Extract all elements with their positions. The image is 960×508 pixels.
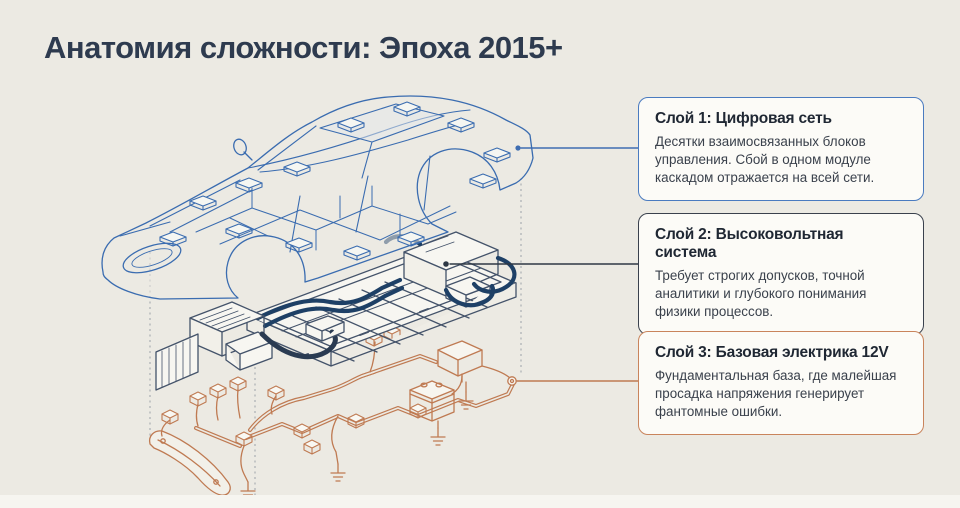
wiring-harness-12v	[148, 325, 517, 500]
card-body-layer3: Фундаментальная база, где малейшая проса…	[655, 368, 897, 420]
leader-layer2	[443, 261, 639, 267]
card-title-layer3: Слой 3: Базовая электрика 12V	[655, 344, 889, 361]
leader-layer1	[515, 145, 639, 151]
ecu-module-icon	[469, 173, 497, 189]
ground-symbol-icon	[330, 463, 346, 482]
alignment-dashed-lines	[149, 178, 522, 500]
leader-lines	[443, 145, 639, 382]
card-body-layer2: Требует строгих допусков, точной аналити…	[655, 268, 867, 320]
card-body-layer1: Десятки взаимосвязанных блоков управлени…	[655, 134, 875, 186]
callout-card-layer2: Слой 2: Высоковольтная система Требует с…	[638, 213, 924, 335]
car-mirror	[233, 138, 253, 161]
fuse-box-icon	[437, 340, 483, 383]
connector-icon	[189, 391, 207, 407]
connector-icon	[209, 383, 227, 399]
bumper-beam	[148, 430, 231, 496]
page-title: Анатомия сложности: Эпоха 2015+	[44, 30, 563, 65]
drive-unit	[155, 301, 345, 391]
callout-card-layer1: Слой 1: Цифровая сеть Десятки взаимосвяз…	[638, 97, 924, 201]
card-title-layer1: Слой 1: Цифровая сеть	[655, 110, 832, 127]
ecu-network-wires	[195, 185, 457, 251]
car-wireframe	[101, 95, 534, 300]
connector-icon	[229, 376, 247, 392]
car-silhouette	[101, 95, 534, 300]
battery-12v-icon	[409, 380, 455, 422]
callout-card-layer3: Слой 3: Базовая электрика 12V Фундамента…	[638, 331, 924, 435]
ground-symbol-icon	[458, 391, 474, 410]
bottom-strip	[0, 495, 960, 508]
connector-icon	[161, 409, 179, 425]
ground-symbol-icon	[430, 427, 446, 446]
car-grille	[122, 242, 182, 274]
card-title-layer2: Слой 2: Высоковольтная система	[655, 226, 844, 261]
hv-battery-layer	[155, 231, 517, 391]
harness-trunk	[194, 354, 515, 448]
connector-icon	[267, 385, 285, 401]
ring-terminal-icon	[507, 376, 517, 386]
connector-icon	[303, 439, 321, 455]
